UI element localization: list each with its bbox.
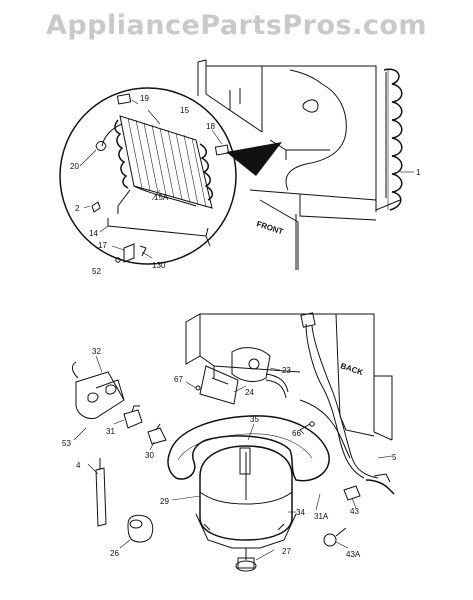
callout-15a: 15A [154, 193, 169, 202]
pad-18 [214, 144, 230, 156]
callout-35: 35 [250, 415, 259, 424]
bracket-assembly [195, 347, 289, 405]
connector-31 [123, 405, 143, 429]
callout-43: 43 [350, 507, 359, 516]
screw-67 [195, 385, 201, 391]
callout-32: 32 [92, 347, 101, 356]
relay-33 [71, 361, 125, 419]
screw-52 [115, 257, 121, 263]
callout-1: 1 [416, 168, 421, 177]
compressor [195, 445, 297, 569]
clip-43 [343, 485, 361, 501]
detail-circle [59, 87, 237, 265]
callout-27: 27 [282, 547, 291, 556]
callout-29: 29 [160, 497, 169, 506]
callout-66: 66 [292, 429, 301, 438]
callout-20: 20 [70, 162, 79, 171]
tubing-31a [167, 415, 330, 482]
callout-130: 130 [152, 261, 166, 270]
connector-30 [147, 423, 167, 445]
power-cord [299, 312, 395, 495]
callout-4: 4 [76, 461, 81, 470]
back-wall [185, 313, 393, 441]
callout-31: 31 [106, 427, 115, 436]
screw-2 [91, 201, 101, 213]
label-back: BACK [339, 361, 364, 377]
callout-5: 5 [392, 453, 397, 462]
callout-34: 34 [296, 508, 305, 517]
callout-18: 18 [206, 122, 215, 131]
label-front: FRONT [255, 219, 284, 236]
callout-17: 17 [98, 241, 107, 250]
callout-26: 26 [110, 549, 119, 558]
callout-53: 53 [62, 439, 71, 448]
callout-52: 52 [92, 267, 101, 276]
callout-15: 15 [180, 106, 189, 115]
clip-17 [123, 243, 135, 263]
callout-31a: 31A [314, 512, 329, 521]
grommet-26 [127, 514, 154, 543]
callout-14: 14 [89, 229, 98, 238]
callout-19: 19 [140, 94, 149, 103]
condenser-coil [383, 68, 414, 211]
callout-67: 67 [174, 375, 183, 384]
pointer-wedge [226, 142, 282, 176]
grommet-27 [235, 560, 257, 572]
evaporator [95, 115, 213, 214]
callout-30: 30 [145, 451, 154, 460]
drier-4 [95, 458, 107, 527]
callout-43a: 43A [346, 550, 361, 559]
watermark: AppliancePartsPros.com [45, 10, 428, 41]
screw-66 [299, 423, 311, 431]
callout-2: 2 [75, 204, 80, 213]
drain-tube-14 [107, 218, 209, 237]
pad-19 [116, 93, 132, 105]
cabinet-body [197, 59, 401, 270]
callout-23: 23 [282, 366, 291, 375]
clamp-43a [323, 527, 347, 547]
callout-24: 24 [245, 388, 254, 397]
